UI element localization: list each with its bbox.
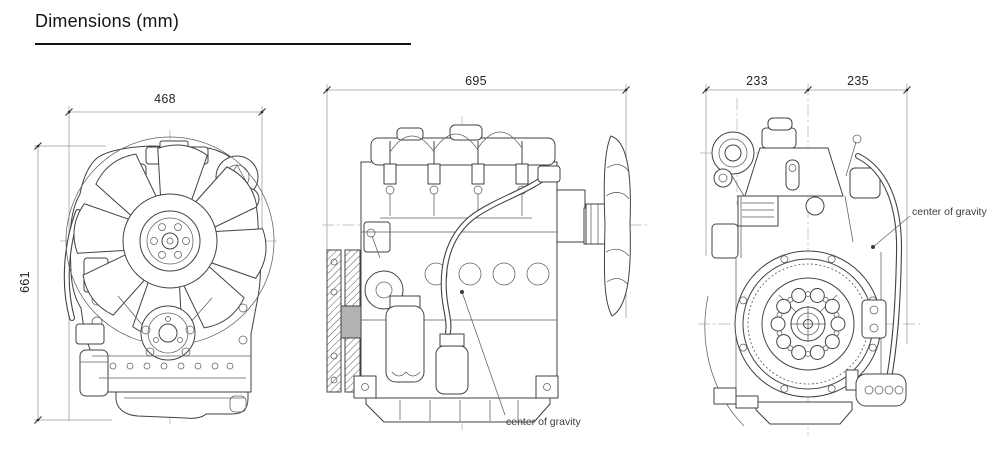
rear-view-drawing [704, 117, 911, 427]
tensioner-pulley [711, 131, 755, 197]
crank-pulley [117, 295, 213, 361]
center-of-gravity-label-rear: center of gravity [912, 206, 987, 218]
flange-bolts [109, 303, 248, 370]
front-height-dimension: 661 [18, 271, 32, 293]
starter-motor [845, 369, 907, 407]
oil-filter [385, 295, 425, 383]
center-of-gravity-label-side: center of gravity [506, 416, 581, 428]
side-view-drawing [326, 124, 631, 423]
oil-pan-side [365, 397, 551, 423]
fan-side [585, 135, 631, 317]
rear-width-left-dimension: 233 [746, 74, 768, 88]
title-underline [35, 43, 411, 45]
front-view-drawing [63, 136, 275, 419]
cog-marker-side [460, 290, 506, 416]
side-width-dimension: 695 [465, 74, 487, 88]
oil-pan-rear [713, 387, 853, 425]
page-title: Dimensions (mm) [35, 11, 180, 31]
flywheel-housing-section [326, 249, 362, 393]
oil-pan-front [115, 391, 249, 419]
fuel-filter [435, 333, 469, 395]
flywheel [734, 250, 882, 398]
cog-marker-rear [871, 215, 911, 249]
fan-hub [122, 193, 218, 289]
dimension-lines [34, 84, 911, 424]
front-width-dimension: 468 [154, 92, 176, 106]
injectors [380, 131, 532, 219]
rear-width-right-dimension: 235 [847, 74, 869, 88]
